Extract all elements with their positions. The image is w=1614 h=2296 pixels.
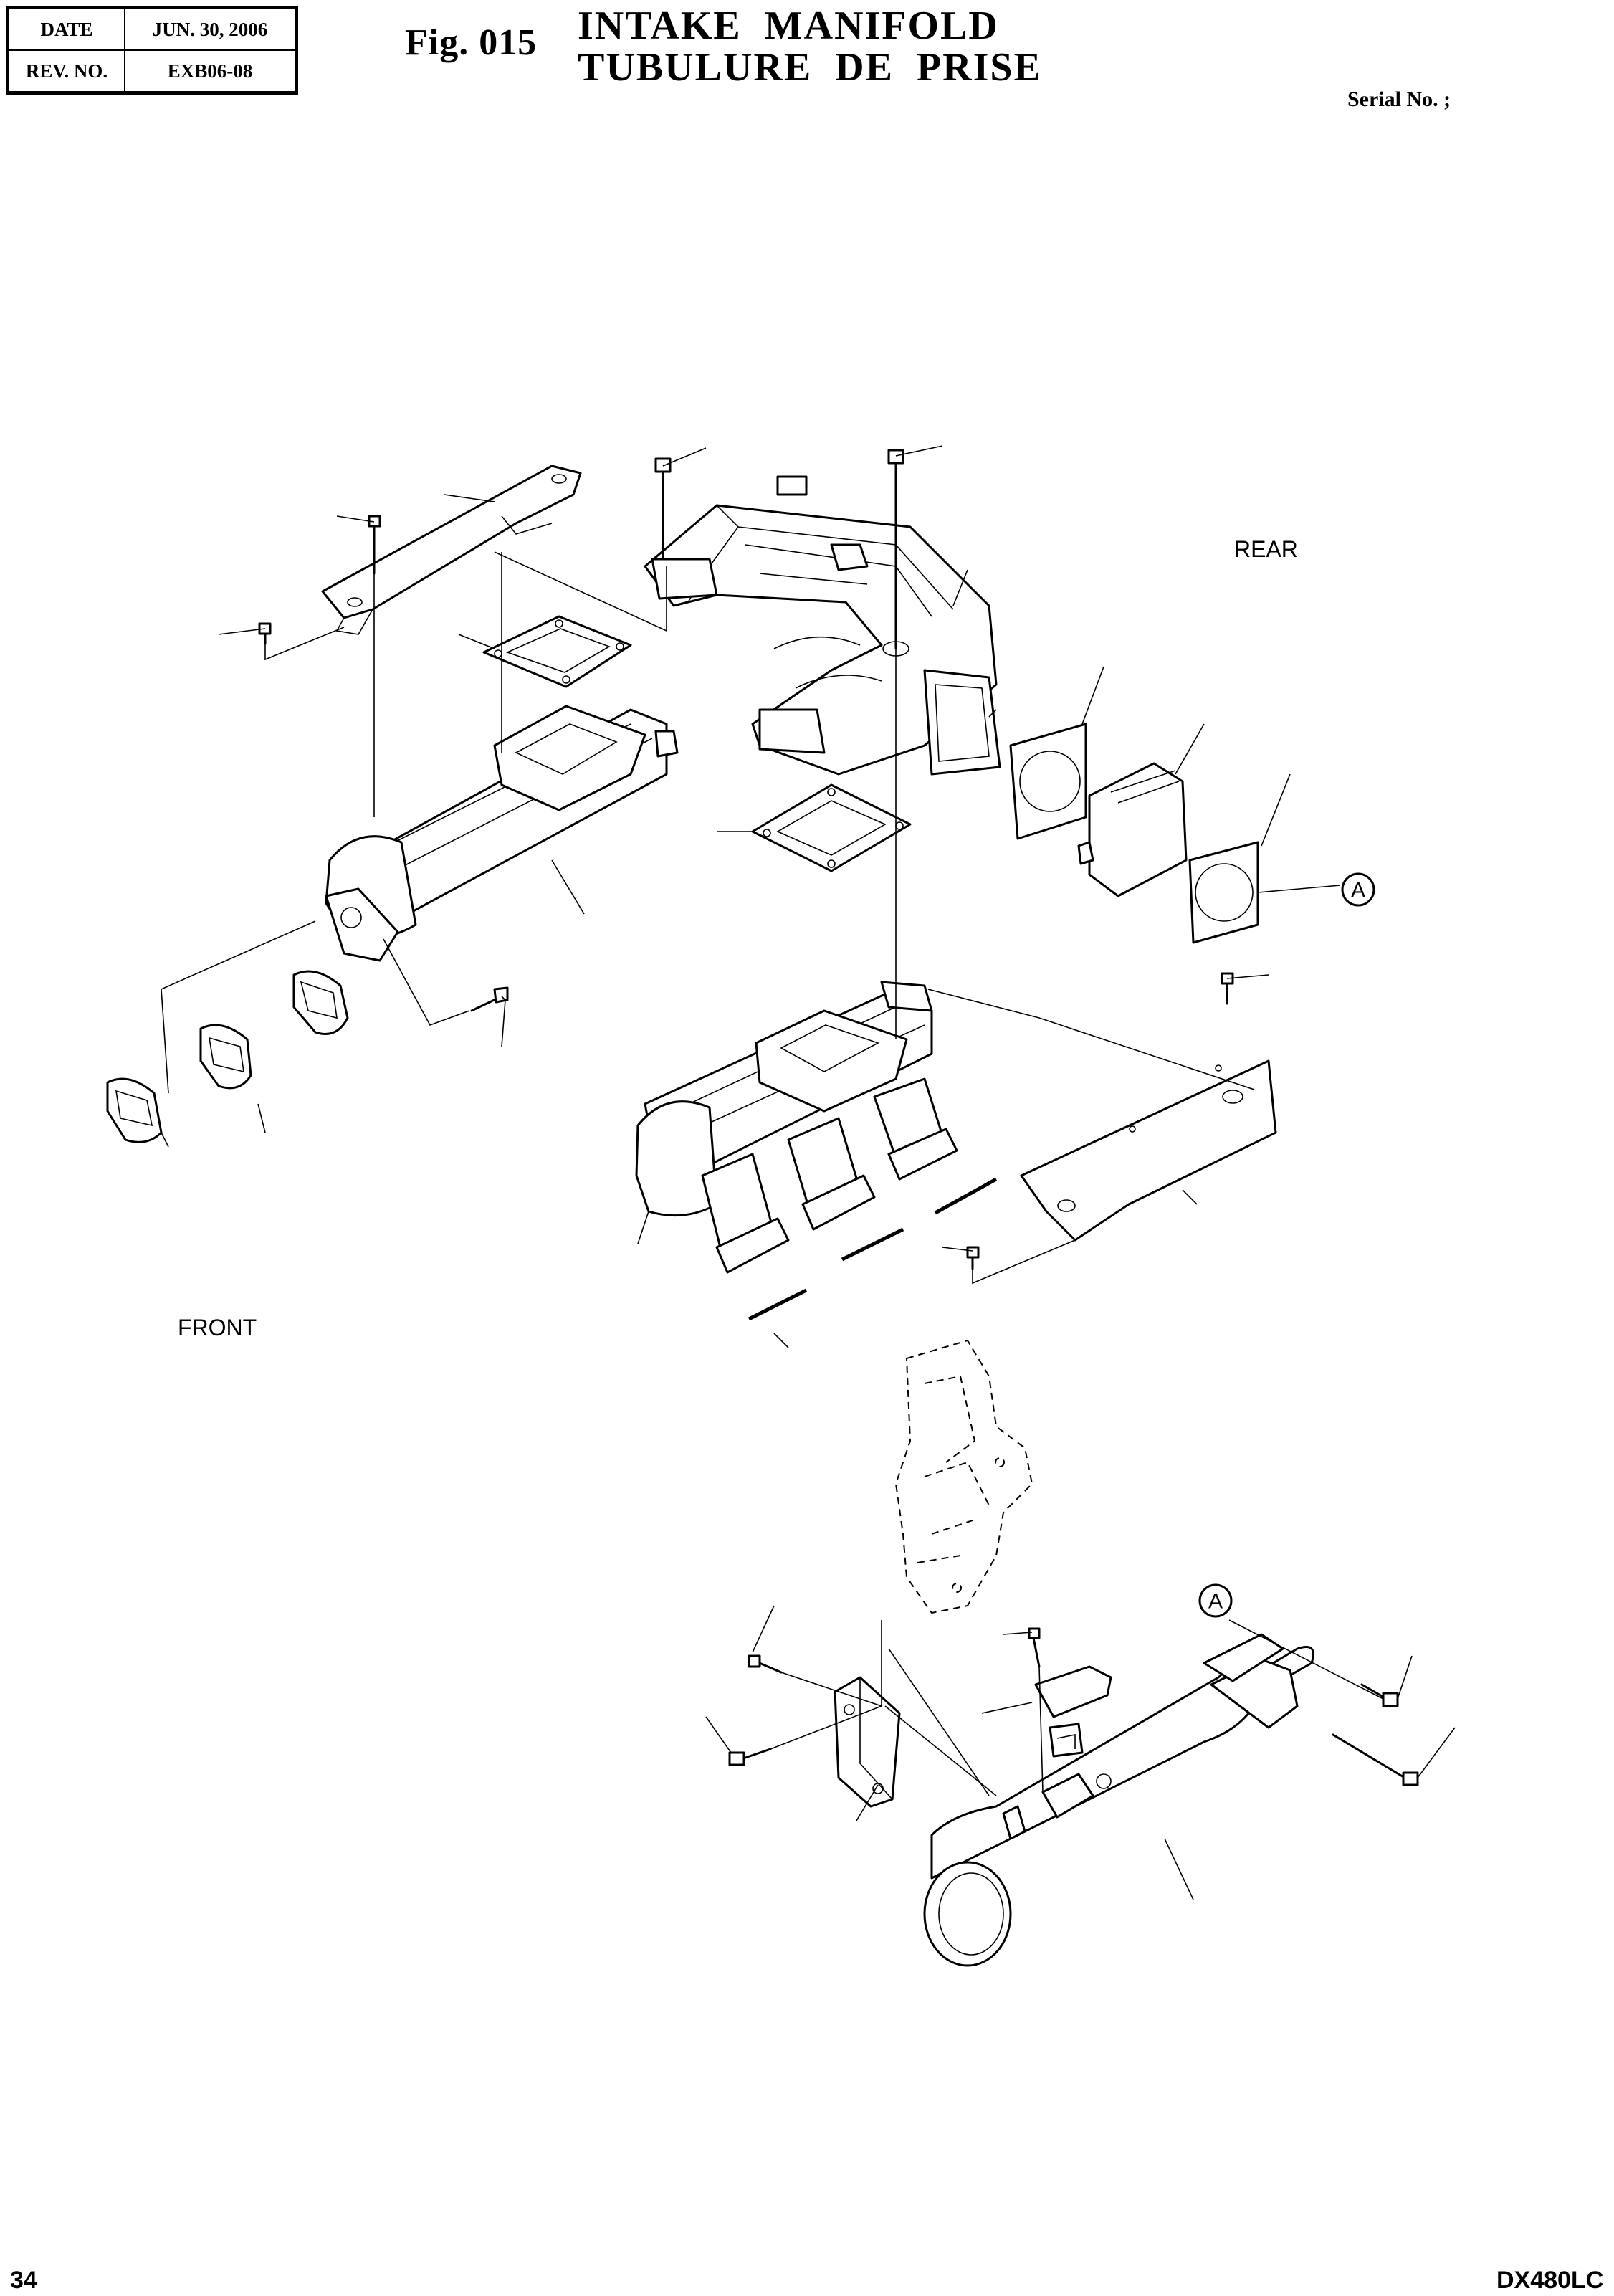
dashed-engine-bracket [894,1339,1033,1614]
lower-intake-manifold [635,981,958,1274]
date-label: DATE [6,6,125,51]
upper-manifold-housing [325,705,679,962]
serial-number-label: Serial No. ; [1347,87,1451,111]
revision-info-table: DATE JUN. 30, 2006 REV. NO. EXB06-08 [6,6,298,95]
adapter-and-gaskets [1009,723,1259,944]
model-name: DX480LC [1496,2267,1604,2294]
figure-number: Fig. 015 [405,22,538,63]
page-number: 34 [10,2267,37,2294]
rear-intake-elbow [644,475,1001,776]
air-pipe [923,1633,1314,1967]
callout-a-lower: A [1208,1590,1223,1614]
rev-value: EXB06-08 [124,49,297,94]
date-value: JUN. 30, 2006 [124,6,297,51]
break-dashes [748,1177,998,1321]
top-gasket [482,615,632,688]
orientation-label-rear: REAR [1234,536,1298,562]
leader-lines-upper [161,445,1341,1348]
rev-label: REV. NO. [6,49,125,94]
leader-lines-lower [705,1605,1456,1900]
small-gaskets [106,970,349,1143]
lower-support-bracket [834,1676,901,1808]
upper-mounting-bracket [321,465,582,635]
title-english: INTAKE MANIFOLD [578,4,999,48]
lower-bolts [728,1627,1419,1786]
title-french: TUBULURE DE PRISE [578,45,1042,90]
lower-mounting-bracket [1020,1059,1277,1242]
middle-gasket [751,783,912,872]
callout-a-upper: A [1351,879,1365,902]
orientation-label-front: FRONT [178,1315,257,1340]
sensor-and-clip [1034,1665,1112,1758]
bolts [258,449,1234,1270]
